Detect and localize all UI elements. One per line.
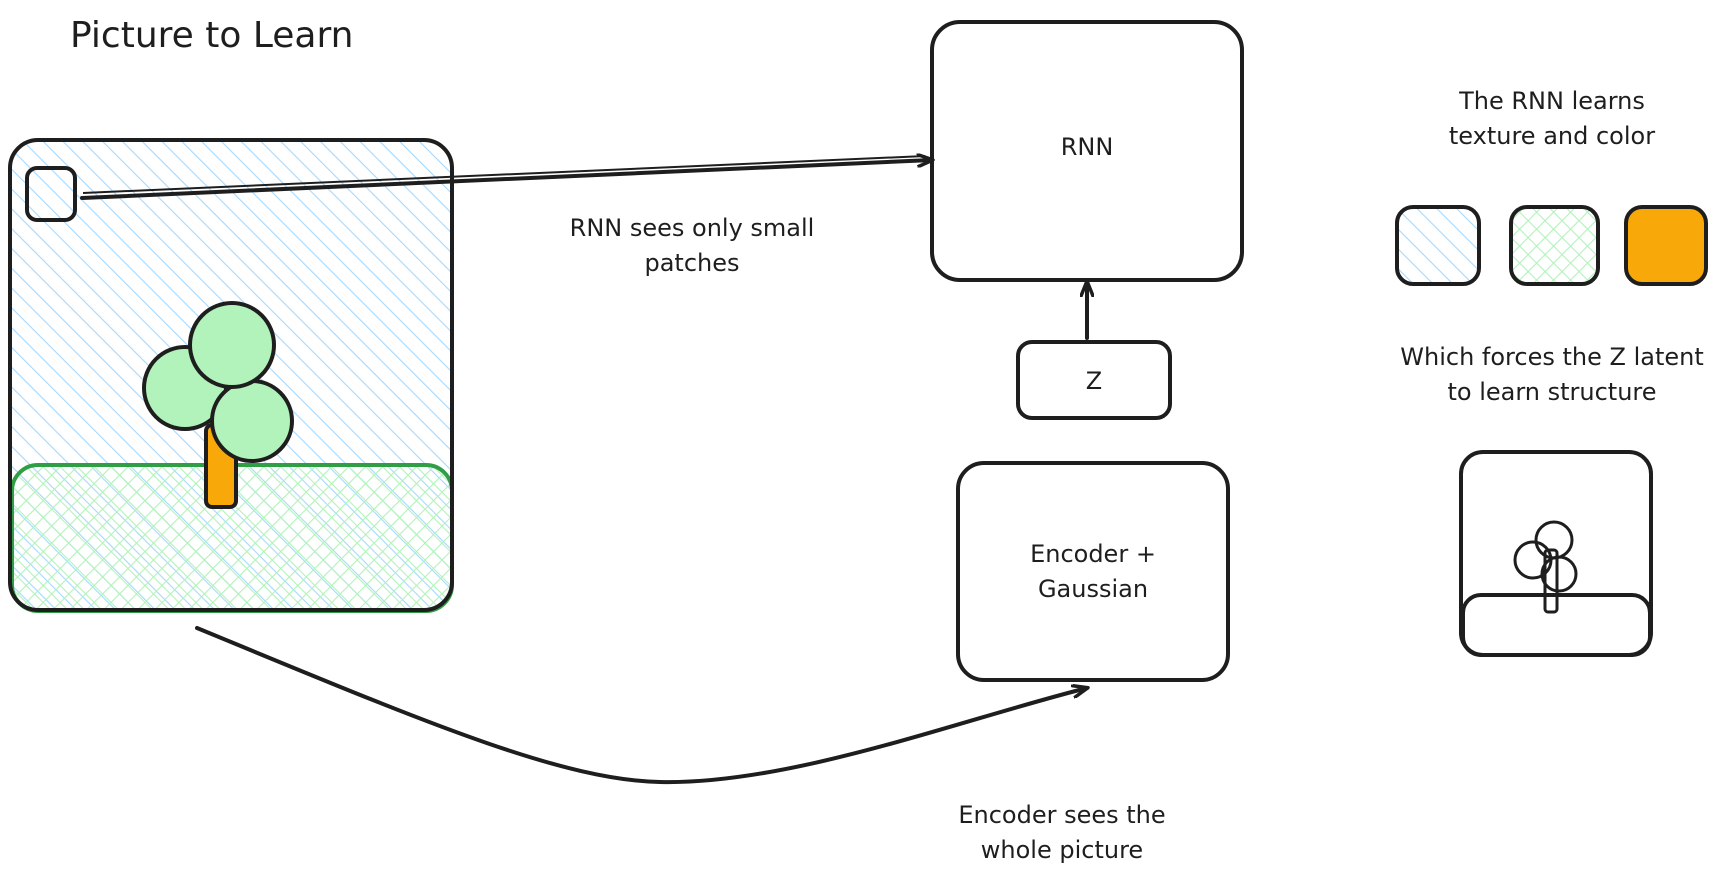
swatch-grass [1509, 205, 1600, 286]
encoder-note-line1: Encoder sees the [958, 801, 1165, 829]
rnn-note-line1: RNN sees only small [570, 214, 815, 242]
patch-to-rnn-arrow-double [82, 155, 926, 194]
texture-note-line1: The RNN learns [1458, 87, 1645, 115]
picture-to-encoder-arrow [195, 626, 1087, 785]
structure-tree-icon [1513, 520, 1578, 614]
swatch-sky [1395, 205, 1481, 286]
picture-border [8, 138, 454, 612]
page-title: Picture to Learn [70, 15, 353, 56]
picture-frame [8, 138, 454, 613]
rnn-note-line2: patches [644, 249, 739, 277]
structure-picture [1459, 450, 1653, 657]
structure-note-line1: Which forces the Z latent [1400, 343, 1703, 371]
z-box-label: Z [1086, 367, 1102, 395]
patch-to-rnn-arrow [80, 160, 932, 200]
encoder-note-line2: whole picture [981, 836, 1143, 864]
patch-square [25, 166, 77, 222]
rnn-box-label: RNN [1061, 133, 1114, 161]
swatch-orange [1624, 205, 1708, 286]
encoder-box [956, 461, 1230, 682]
encoder-box-label-line2: Gaussian [1038, 575, 1148, 603]
texture-swatches [1395, 205, 1708, 286]
encoder-box-label-line1: Encoder + [1030, 540, 1156, 568]
structure-note-line2: to learn structure [1447, 378, 1656, 406]
z-box [1016, 340, 1172, 420]
texture-note-line2: texture and color [1449, 122, 1655, 150]
tree-icon [142, 301, 294, 509]
